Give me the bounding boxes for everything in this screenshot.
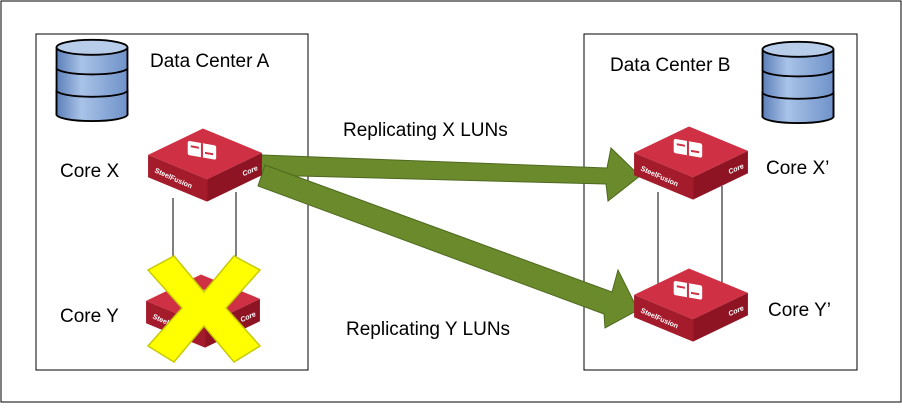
core-x-prime-label: Core X’ bbox=[766, 158, 830, 179]
replicating-x-label: Replicating X LUNs bbox=[343, 120, 508, 141]
data-center-b-title: Data Center B bbox=[610, 55, 731, 76]
failure-x-icon bbox=[146, 255, 262, 363]
core-y-label: Core Y bbox=[60, 306, 119, 327]
database-icon bbox=[761, 40, 835, 124]
data-center-a-title: Data Center A bbox=[150, 51, 270, 72]
database-icon bbox=[55, 38, 129, 122]
replicating-y-label: Replicating Y LUNs bbox=[346, 319, 511, 340]
replication-arrow-y bbox=[257, 164, 639, 329]
replication-arrow-x bbox=[259, 147, 641, 202]
core-x-label: Core X bbox=[60, 161, 120, 182]
core-y-prime-label: Core Y’ bbox=[768, 300, 832, 321]
